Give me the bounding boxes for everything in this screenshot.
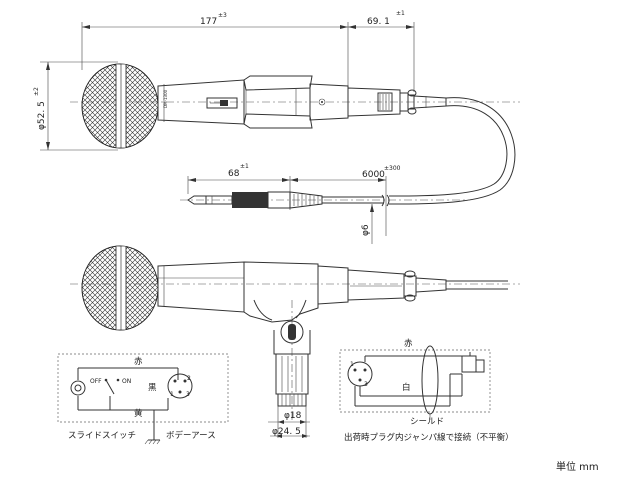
dim-plug-tolerance: ±1 bbox=[396, 10, 405, 17]
plug-view: 68 ±1 6000 ±300 φ6 bbox=[180, 163, 470, 244]
dim-head-diameter: φ52. 5 bbox=[37, 101, 47, 130]
slide-switch-caption: スライドスイッチ bbox=[68, 431, 136, 441]
wiring-diagram-right: 赤 白 シールド 1 3 出荷時プラグ内ジャンパ線で接続（不平衡） bbox=[339, 339, 514, 443]
dim-cable-diameter: φ6 bbox=[361, 224, 371, 236]
switch-on-label: ON bbox=[122, 378, 131, 385]
grip-lower bbox=[243, 113, 313, 129]
stand-holder bbox=[243, 261, 319, 323]
body-earth-caption: ボデーアース bbox=[166, 430, 216, 441]
top-view: 177 ±3 69. 1 ±1 φ52. 5 ±2 DM-1300 bbox=[33, 10, 520, 205]
xlr-pin-layout-icon bbox=[167, 373, 193, 399]
pin-1-label-right: 1 bbox=[350, 361, 354, 368]
pin-2-label: 2 bbox=[187, 375, 191, 382]
wiring-box bbox=[57, 353, 229, 423]
cable-loop-inner bbox=[399, 105, 508, 197]
screw-icon bbox=[318, 98, 326, 106]
grip-upper bbox=[243, 75, 313, 91]
wire-red-label-right: 赤 bbox=[404, 339, 413, 349]
switch-contact bbox=[105, 379, 115, 395]
wire-red-label: 赤 bbox=[134, 357, 143, 367]
wiring-diagram-left: 赤 黒 黄 OFF ON 2 1 3 スライドスイッチ ボ bbox=[57, 353, 229, 445]
slide-switch bbox=[206, 97, 238, 109]
dim-stand-diameter: φ18 bbox=[284, 411, 302, 421]
mic-tail bbox=[309, 83, 349, 121]
swivel-knob bbox=[280, 320, 304, 344]
dim-base-diameter: φ24. 5 bbox=[272, 427, 301, 437]
dim-jack-length: 68 bbox=[228, 169, 240, 179]
phone-plug-sleeve bbox=[232, 192, 268, 208]
grille-head bbox=[81, 63, 159, 149]
mic-body-side bbox=[157, 261, 245, 313]
wire-yellow-label: 黄 bbox=[134, 408, 143, 419]
capsule-icon bbox=[70, 380, 86, 396]
side-view: φ18 φ24. 5 bbox=[70, 245, 520, 438]
wire-white-label: 白 bbox=[402, 382, 411, 393]
phone-jack-icon bbox=[461, 355, 477, 373]
cable-loop-outer bbox=[399, 97, 516, 205]
pin-3-label: 3 bbox=[186, 391, 190, 398]
dim-jack-tolerance: ±1 bbox=[240, 163, 249, 170]
dim-body-length: 177 bbox=[200, 17, 217, 27]
pin-1-label: 1 bbox=[170, 391, 174, 398]
shield-label: シールド bbox=[410, 417, 444, 427]
jumper-note: 出荷時プラグ内ジャンパ線で接続（不平衡） bbox=[344, 432, 514, 443]
xlr-connector bbox=[347, 87, 401, 117]
svg-text:DM-1300: DM-1300 bbox=[163, 89, 168, 108]
stand-thread bbox=[277, 393, 307, 407]
dim-body-tolerance: ±3 bbox=[218, 12, 227, 19]
wiring-box-right bbox=[339, 349, 491, 413]
dim-cable-length: 6000 bbox=[362, 170, 385, 180]
switch-off-label: OFF bbox=[90, 378, 102, 385]
grille-head-side bbox=[81, 245, 159, 331]
dim-cable-tolerance: ±300 bbox=[384, 165, 401, 172]
unit-label: 単位 mm bbox=[556, 460, 599, 473]
wire-black-label: 黒 bbox=[148, 383, 157, 393]
strain-relief-side bbox=[415, 277, 447, 293]
xlr-connector-side bbox=[347, 269, 405, 301]
dim-head-tolerance: ±2 bbox=[33, 87, 40, 96]
pin-3-label-right: 3 bbox=[364, 381, 368, 388]
dim-plug-length: 69. 1 bbox=[367, 17, 390, 27]
